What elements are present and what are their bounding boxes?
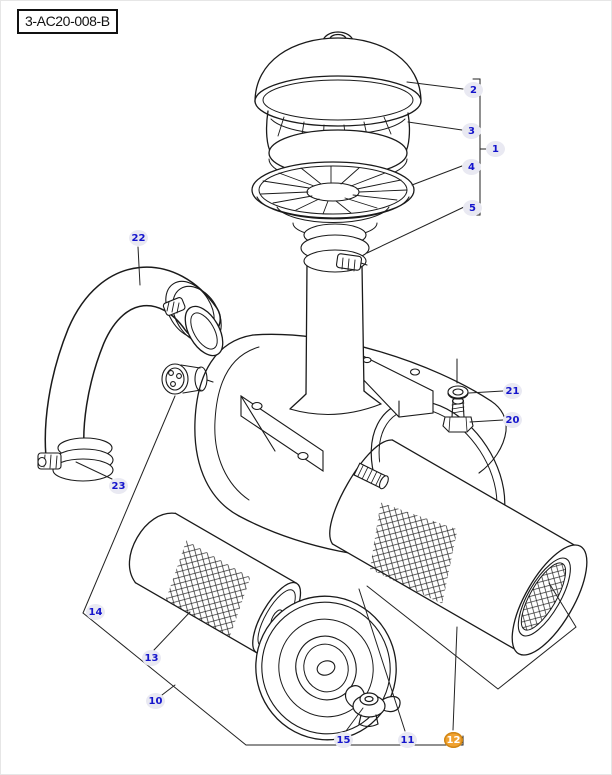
hose-clamp-lower <box>37 437 114 482</box>
callout-22[interactable]: 22 <box>129 230 148 246</box>
callout-5[interactable]: 5 <box>463 200 482 216</box>
pre-cleaner-cap-art <box>254 31 422 127</box>
callout-15[interactable]: 15 <box>334 732 353 748</box>
callout-23[interactable]: 23 <box>109 478 128 494</box>
drawing-number-box: 3-AC20-008-B <box>17 9 118 34</box>
vane-disc-art <box>251 161 415 238</box>
callout-20[interactable]: 20 <box>503 412 522 428</box>
leader-lines <box>75 78 577 746</box>
plug-fitting-art <box>161 363 214 395</box>
callout-2[interactable]: 2 <box>464 82 483 98</box>
callout-21[interactable]: 21 <box>503 383 522 399</box>
inlet-tube-art <box>289 262 382 415</box>
callout-1[interactable]: 1 <box>486 141 505 157</box>
mounting-bracket-left <box>240 394 324 473</box>
bolt-washer-art <box>442 358 474 433</box>
callout-14[interactable]: 14 <box>86 604 105 620</box>
callout-3[interactable]: 3 <box>462 123 481 139</box>
mounting-bracket-right <box>356 352 434 418</box>
callout-10[interactable]: 10 <box>146 693 165 709</box>
outer-filter-element-art <box>329 439 588 656</box>
sleeve-clamp-art <box>300 223 370 273</box>
mounting-stud-art <box>353 462 389 490</box>
callout-4[interactable]: 4 <box>462 159 481 175</box>
callout-12-selected[interactable]: 12 <box>444 732 463 748</box>
elbow-hose-art <box>37 266 224 482</box>
callout-11[interactable]: 11 <box>398 732 417 748</box>
callout-13[interactable]: 13 <box>142 650 161 666</box>
